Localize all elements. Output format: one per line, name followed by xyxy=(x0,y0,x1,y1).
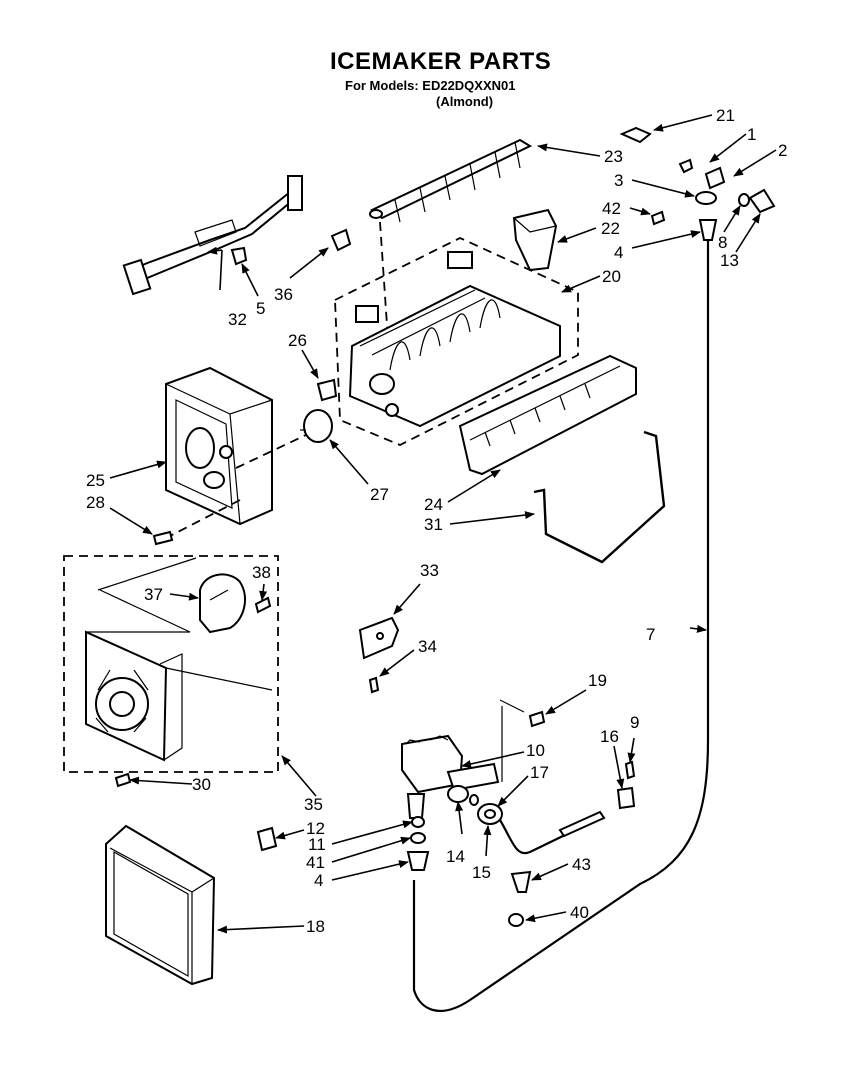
callout-19: 19 xyxy=(588,671,607,690)
callout-4-top: 4 xyxy=(614,243,623,262)
models-line: For Models: ED22DQXXN01 xyxy=(345,78,516,93)
water-valve-part xyxy=(401,699,525,794)
callout-22: 22 xyxy=(601,219,620,238)
callout-35: 35 xyxy=(304,795,323,814)
callout-36: 36 xyxy=(274,285,293,304)
callout-15: 15 xyxy=(472,863,491,882)
callout-16: 16 xyxy=(600,727,619,746)
bracket-part-33 xyxy=(358,616,400,660)
icemaker-dashed-box xyxy=(334,237,579,446)
screw-part-42 xyxy=(650,210,666,226)
screw-part-9 xyxy=(624,760,636,780)
callout-38: 38 xyxy=(252,563,271,582)
ejector-part xyxy=(369,138,533,223)
control-housing-part xyxy=(165,366,273,526)
callout-1: 1 xyxy=(747,125,756,144)
callout-18: 18 xyxy=(306,917,325,936)
wiring-harness-part xyxy=(122,175,303,296)
fitting-part-1 xyxy=(678,158,726,190)
mounting-plate-part xyxy=(85,630,273,762)
cover-part xyxy=(458,354,637,476)
callout-7: 7 xyxy=(646,625,655,644)
callout-25: 25 xyxy=(86,471,105,490)
callout-3: 3 xyxy=(614,171,623,190)
callout-4-bottom: 4 xyxy=(314,871,323,890)
callout-37: 37 xyxy=(144,585,163,604)
fitting-part-4-bottom xyxy=(406,851,430,871)
fitting-part-21 xyxy=(619,126,652,144)
fitting-part-4-top xyxy=(698,219,718,241)
screw-guide-line xyxy=(169,499,241,537)
clip-part-26 xyxy=(316,378,338,402)
bracket-part-22 xyxy=(512,208,558,272)
valve-fitting-part-14 xyxy=(447,785,479,806)
valve-fitting-part-15 xyxy=(477,803,606,855)
nut-part-40 xyxy=(508,913,524,927)
callout-30: 30 xyxy=(192,775,211,794)
screw-part-30 xyxy=(114,772,132,788)
callout-2: 2 xyxy=(778,141,787,160)
callout-40: 40 xyxy=(570,903,589,922)
callout-26: 26 xyxy=(288,331,307,350)
callout-34: 34 xyxy=(418,637,437,656)
ferrule-part-11 xyxy=(411,816,425,828)
motor-dashed-box xyxy=(63,555,279,773)
callout-43: 43 xyxy=(572,855,591,874)
leader-lines xyxy=(109,114,777,934)
callout-17: 17 xyxy=(530,763,549,782)
fitting-part-43 xyxy=(510,870,532,893)
box-part-18 xyxy=(105,824,216,986)
fitting-part-2 xyxy=(738,188,776,214)
water-line-part xyxy=(412,240,710,1012)
callout-11: 11 xyxy=(308,835,326,854)
clip-part-36 xyxy=(330,228,352,252)
housing-guide-line xyxy=(235,433,309,469)
callout-labels: 21 1 2 23 3 42 22 8 4 13 20 36 5 32 26 2… xyxy=(86,106,787,936)
callout-12: 12 xyxy=(306,819,325,838)
callout-23: 23 xyxy=(604,147,623,166)
callout-10: 10 xyxy=(526,741,545,760)
shutoff-arm-part xyxy=(533,430,666,564)
diagram-title: ICEMAKER PARTS xyxy=(330,48,552,75)
fitting-part-3 xyxy=(695,191,717,205)
callout-5: 5 xyxy=(256,299,265,318)
thermostat-part xyxy=(300,409,333,443)
screw-part-34 xyxy=(368,676,380,694)
ejector-guide-line xyxy=(379,221,389,341)
screw-part-38 xyxy=(254,596,272,614)
motor-part xyxy=(97,557,246,634)
callout-42: 42 xyxy=(602,199,621,218)
clip-part-5 xyxy=(230,246,248,266)
callout-8: 8 xyxy=(718,233,727,252)
screw-part-28 xyxy=(152,530,174,546)
callout-20: 20 xyxy=(602,267,621,286)
callout-14: 14 xyxy=(446,847,465,866)
variant-line: (Almond) xyxy=(436,94,494,109)
callout-33: 33 xyxy=(420,561,439,580)
callout-24: 24 xyxy=(424,495,443,514)
screw-part-19 xyxy=(528,710,546,728)
clip-part-16 xyxy=(616,786,636,810)
mold-part xyxy=(348,251,561,428)
callout-41: 41 xyxy=(306,853,325,872)
callout-28: 28 xyxy=(86,493,105,512)
callout-13: 13 xyxy=(720,251,739,270)
callout-9: 9 xyxy=(630,713,639,732)
callout-21: 21 xyxy=(716,106,735,125)
valve-stem-part xyxy=(406,793,426,819)
insert-part-41 xyxy=(410,832,426,844)
callout-31: 31 xyxy=(424,515,443,534)
nut-part-12 xyxy=(256,826,278,852)
callout-27: 27 xyxy=(370,485,389,504)
callout-32: 32 xyxy=(228,310,247,329)
